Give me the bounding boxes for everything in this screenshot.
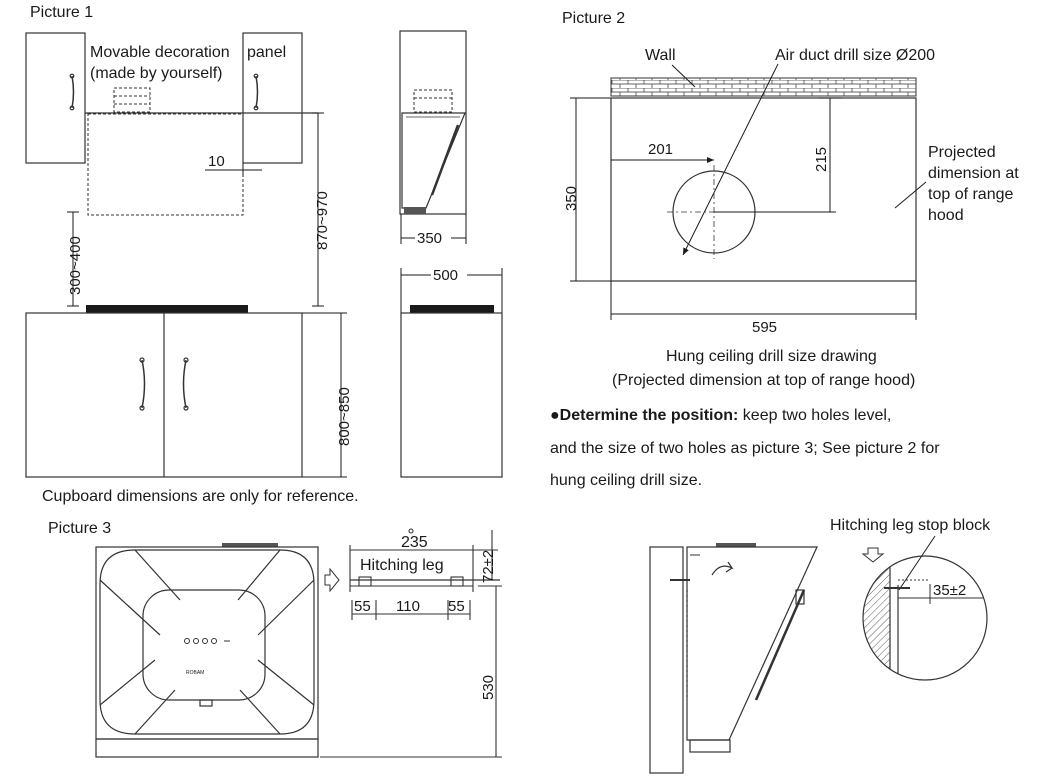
decoration-panel [87,87,244,216]
gap-dimension [205,163,262,177]
instructions-line-2: and the size of two holes as picture 3; … [550,440,940,457]
hood-side-view [649,543,818,774]
duct-label: Air duct drill size Ø200 [775,47,935,64]
height-dimension [570,97,611,282]
instructions-line-1: ●Determine the position: keep two holes … [550,406,891,426]
projected-outline [610,97,917,282]
cabinet-depth-label: 500 [433,267,458,284]
width-dimension [610,281,917,320]
hood-depth-label-bg [415,229,451,246]
picture1-title: Picture 1 [30,4,93,21]
side-view [399,30,467,215]
picture2-title: Picture 2 [562,10,625,27]
decoration-panel-label-1: Movable decoration [90,44,230,61]
projected-label-1: Projected [928,144,996,161]
leg-width-label: 235 [401,534,428,551]
lower-cabinet [25,312,303,478]
side-cooktop [410,305,494,313]
leg-middle-label: 110 [396,598,420,615]
instructions-line-3: hung ceiling drill size. [550,472,703,489]
brand-logo: ROBAM [186,670,204,676]
mount-height-dimension [312,112,324,307]
height-label: 350 [563,186,580,211]
offset-y-label: 215 [813,147,830,172]
side-lower-cabinet [400,312,503,478]
picture2: Picture 2 Wall Air duct drill size Ø200 … [562,10,1019,389]
stop-block-leader [898,535,936,591]
cooktop [86,305,248,313]
instructions-bullet: ● [550,407,560,424]
counter-height-dimension [302,312,347,478]
picture1-footnote: Cupboard dimensions are only for referen… [42,488,359,505]
control-panel-buttons [184,638,230,644]
stop-dimension-label: 35±2 [933,582,966,599]
projected-label-2: dimension at [928,165,1019,182]
wall-leader [671,64,696,88]
mount-height-label: 870~970 [314,191,331,250]
wall-bricks [610,77,917,97]
offset-y-dimension [714,97,842,213]
picture3: Picture 3 ROBAM 235 [48,517,991,774]
clearance-label: 300~400 [67,236,84,295]
picture2-caption-1: Hung ceiling drill size drawing [666,348,877,365]
width-label: 595 [752,319,777,336]
leg-left-label: 55 [354,598,371,615]
leg-height-label: 72±2 [480,550,497,583]
offset-x-label: 201 [648,141,673,158]
instructions-heading: Determine the position: [559,407,739,424]
projected-label-3: top of range [928,186,1014,203]
hitching-leg-label: Hitching leg [360,557,444,574]
cabinet-depth-label-bg [431,266,467,283]
decoration-panel-label-panel: panel [247,44,286,61]
picture3-title: Picture 3 [48,520,111,537]
duct-leader [682,63,779,256]
hood-front-view [95,543,319,758]
wall-label: Wall [645,47,676,64]
rotate-arrow-icon [711,561,734,576]
hood-depth-label: 350 [417,230,442,247]
arrow-right-icon [324,567,340,593]
upper-cabinets [25,32,318,164]
picture2-caption-2: (Projected dimension at top of range hoo… [612,372,915,389]
hood-height-label: 530 [480,675,497,700]
stop-block-label: Hitching leg stop block [830,517,991,534]
hitching-leg-detail [320,528,502,758]
picture1: Picture 1 Movable decoration panel (made… [25,4,503,478]
leg-right-label: 55 [448,598,465,615]
counter-height-label: 800~850 [336,387,353,446]
arrow-down-icon [861,547,885,563]
gap-dimension-label: 10 [208,153,225,170]
decoration-panel-label-2: (made by yourself) [90,65,223,82]
projected-label-4: hood [928,207,964,224]
instructions-line-1-rest: keep two holes level, [738,407,892,424]
projected-leader [894,181,927,209]
clearance-dimension [67,211,79,307]
